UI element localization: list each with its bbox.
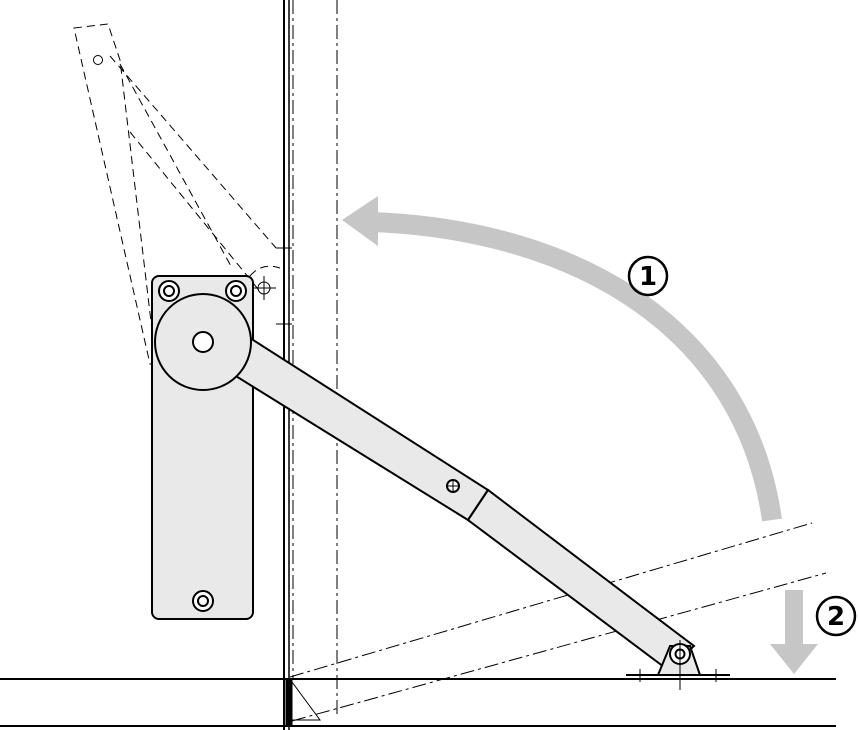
plate-screw-bottom-inner xyxy=(197,595,209,607)
flap-closed-bottom-edge xyxy=(291,572,827,722)
plate-screw-bottom xyxy=(192,590,214,612)
flap-closed-top-edge xyxy=(289,522,813,678)
pivot-hub-group xyxy=(154,247,292,612)
step-label-2-ring xyxy=(815,595,857,637)
plate-screw-2-inner xyxy=(230,285,242,297)
ghost-arm-edge-1 xyxy=(109,55,277,249)
step-label-2-text: 2 xyxy=(827,602,845,632)
ghost-pivot-hole xyxy=(93,55,103,65)
arm-joint-line xyxy=(467,489,489,521)
ghost-arm-edge-2 xyxy=(129,131,263,295)
step-label-1-ring xyxy=(627,255,669,297)
plate-screw-1-inner xyxy=(163,285,175,297)
plate-screw-2-outer xyxy=(225,280,247,302)
base-corner-bevel xyxy=(291,681,321,721)
lower-arrow-head xyxy=(770,644,818,674)
crosshair-marker xyxy=(252,247,292,325)
lift-arrow-head xyxy=(342,196,378,246)
motion-arrows xyxy=(342,196,818,674)
lift-arm xyxy=(201,305,696,672)
ghost-end-arc xyxy=(249,265,281,277)
ghost-raised-arm xyxy=(73,23,281,365)
plate-screw-2 xyxy=(225,280,247,302)
step-label-1-text: 1 xyxy=(639,262,657,292)
step-label-2: 2 xyxy=(815,595,857,637)
flap-bracket xyxy=(626,640,730,690)
base-corner-block xyxy=(285,678,293,727)
plate-screw-bottom-outer xyxy=(192,590,214,612)
step-label-1: 1 xyxy=(627,255,669,297)
plate-screw-1 xyxy=(158,280,180,302)
plate-screw-1-outer xyxy=(158,280,180,302)
ghost-plate-outline xyxy=(73,23,157,365)
ghost-arm-edge-3 xyxy=(119,63,233,269)
pivot-hole xyxy=(192,331,214,353)
lift-arrow-curve xyxy=(371,212,782,522)
arm-lower-section xyxy=(466,488,696,672)
flap-positions xyxy=(289,0,827,722)
